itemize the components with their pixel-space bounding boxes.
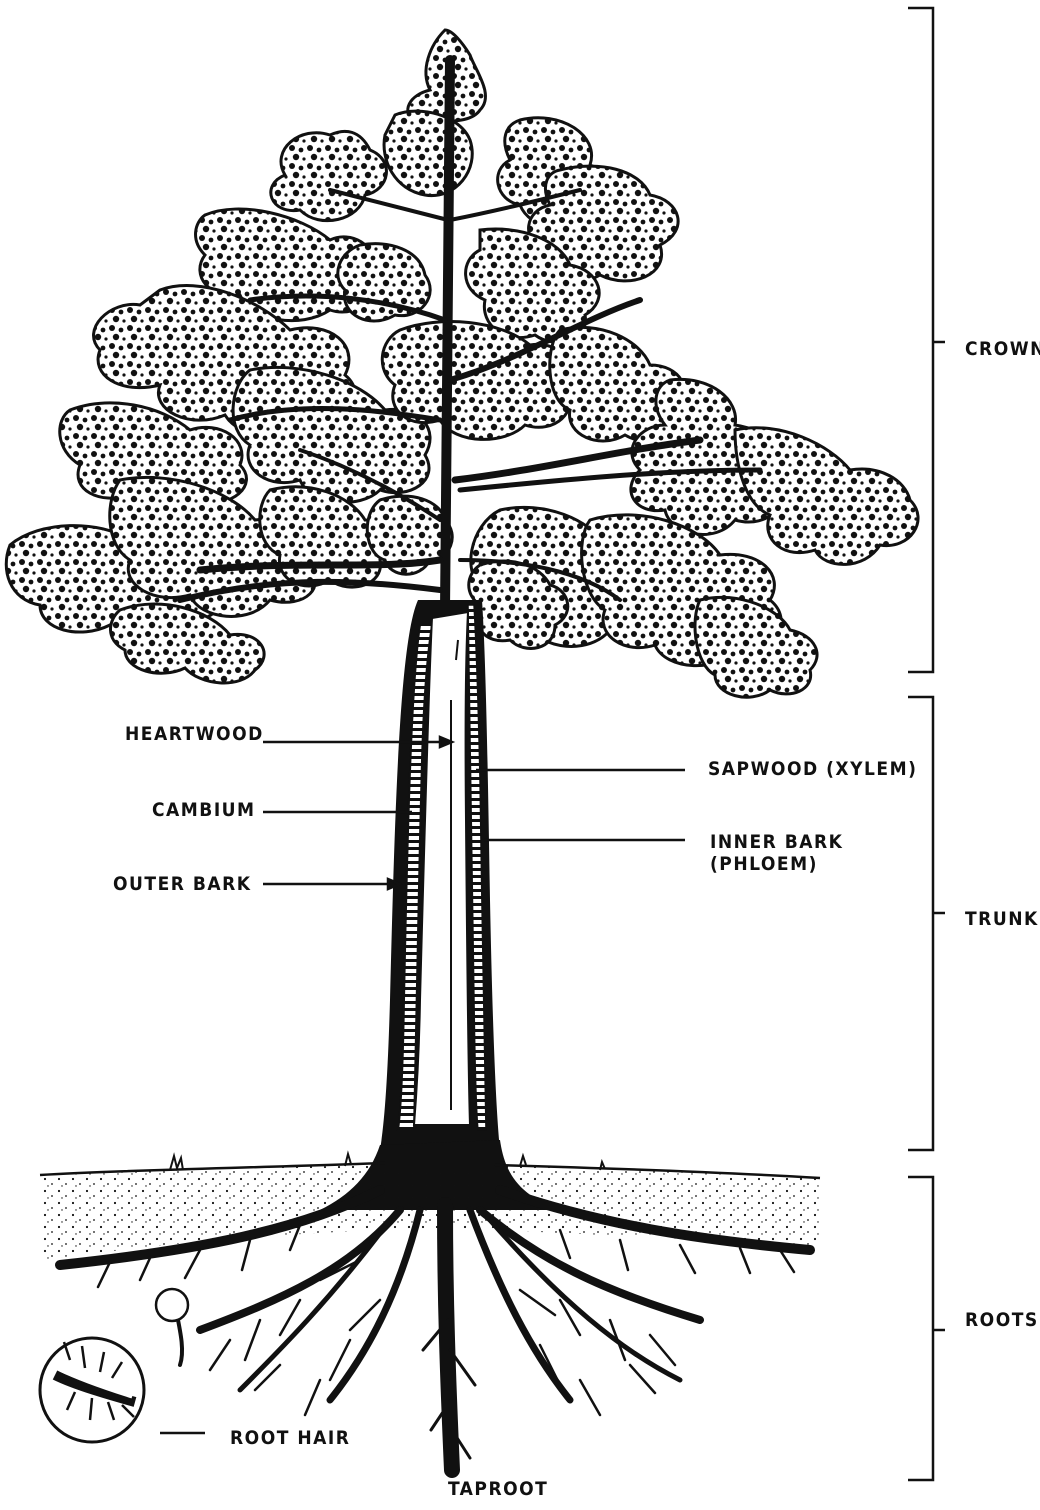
crown-foliage (6, 30, 918, 697)
section-brackets (908, 8, 945, 1480)
outer-bark-label: OUTER BARK (113, 873, 252, 895)
inner-bark-label: INNER BARK (PHLOEM) (710, 831, 843, 875)
heartwood-label: HEARTWOOD (125, 723, 264, 745)
taproot-label: TAPROOT (448, 1478, 548, 1500)
crown-label: CROWN (965, 338, 1040, 360)
roots-bracket (908, 1177, 933, 1480)
cambium-label: CAMBIUM (152, 799, 256, 821)
trunk-section (320, 600, 560, 1210)
root-hair-magnifier (40, 1289, 188, 1442)
crown-bracket (908, 8, 933, 672)
trunk-label: TRUNK (965, 908, 1039, 930)
root-hair-label: ROOT HAIR (230, 1427, 350, 1449)
ground-section (40, 1154, 820, 1260)
sapwood-label: SAPWOOD (XYLEM) (708, 758, 917, 780)
roots-label: ROOTS (965, 1309, 1039, 1331)
